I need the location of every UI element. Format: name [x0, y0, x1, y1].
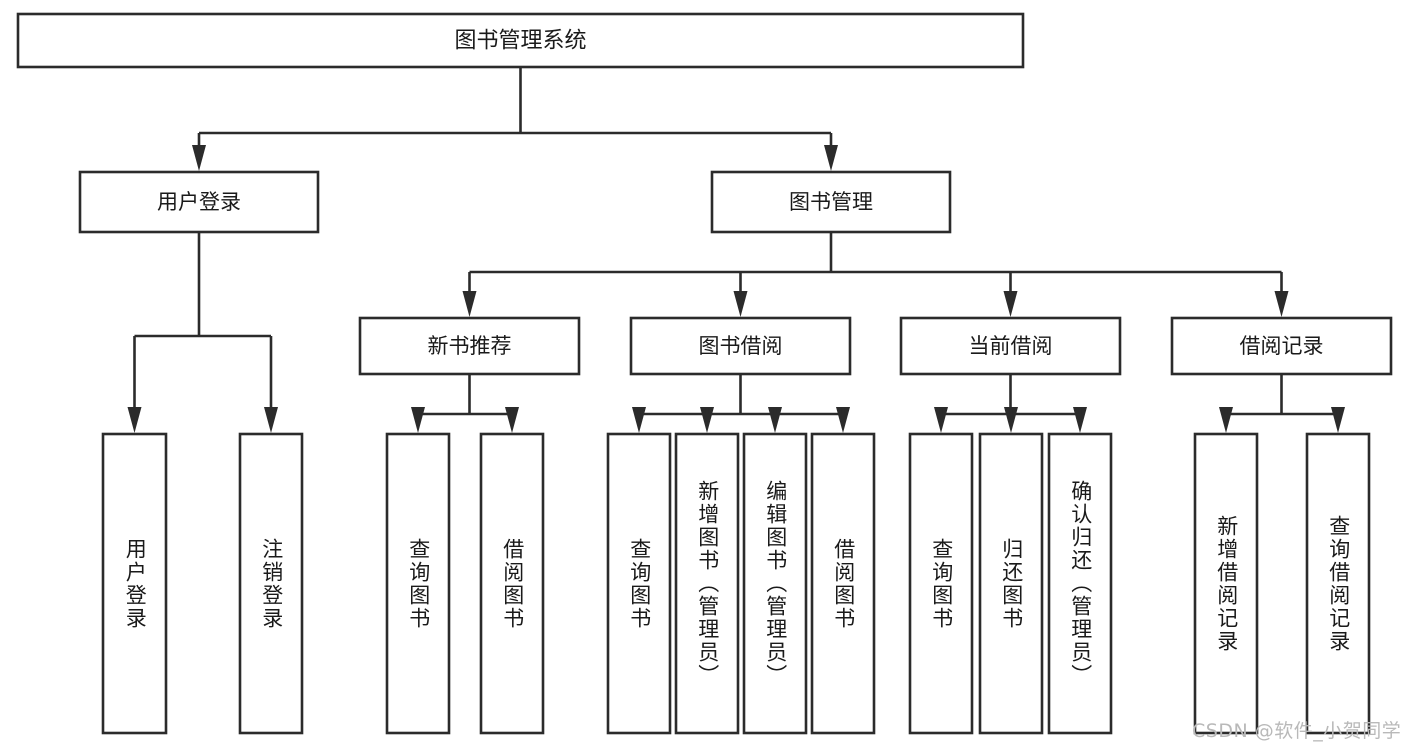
node-level3-box-new-book-rec — [358, 316, 581, 376]
arrow-head-icon — [1331, 407, 1345, 433]
node-level2-box-user-login — [78, 170, 320, 234]
arrow-head-icon — [1274, 291, 1289, 317]
node-level3-label-new-book-rec: 新书推荐 — [428, 334, 512, 358]
node-level3-label-current-borrow: 当前借阅 — [969, 334, 1053, 358]
leaf-box-leaf-return-book — [978, 432, 1044, 735]
leaf-box-leaf-confirm-return — [1047, 432, 1113, 735]
leaf-box-leaf-query-book-new — [385, 432, 451, 735]
arrow-head-icon — [1003, 291, 1018, 317]
arrow-head-icon — [824, 145, 838, 171]
node-level3-box-current-borrow — [899, 316, 1122, 376]
arrow-head-icon — [1004, 407, 1018, 433]
node-level3-box-book-borrow — [629, 316, 852, 376]
leaf-box-leaf-borrow-book-new — [479, 432, 545, 735]
arrow-head-icon — [264, 407, 278, 433]
node-level3-label-borrow-record: 借阅记录 — [1240, 334, 1324, 358]
node-level2-box-book-manage — [710, 170, 952, 234]
arrow-head-icon — [127, 407, 142, 433]
leaf-box-leaf-query-record — [1305, 432, 1371, 735]
arrow-head-icon — [700, 407, 714, 433]
arrow-head-icon — [934, 407, 948, 433]
arrow-head-icon — [462, 291, 477, 317]
leaf-box-leaf-edit-book — [742, 432, 808, 735]
leaf-box-leaf-query-book-brw — [606, 432, 672, 735]
arrow-head-icon — [1219, 407, 1233, 433]
connector-layer — [127, 67, 1345, 433]
arrow-head-icon — [768, 407, 782, 433]
leaf-box-leaf-user-login — [101, 432, 168, 735]
arrow-head-icon — [632, 407, 646, 433]
arrow-head-icon — [505, 407, 519, 433]
arrow-head-icon — [192, 145, 206, 171]
node-level3-box-borrow-record — [1170, 316, 1393, 376]
watermark-text: CSDN @软件_小贺同学 — [1192, 720, 1402, 742]
leaf-box-leaf-query-book-cur — [908, 432, 974, 735]
arrow-head-icon — [411, 407, 425, 433]
node-level2-label-book-manage: 图书管理 — [789, 190, 873, 214]
node-level3-label-book-borrow: 图书借阅 — [699, 334, 783, 358]
node-root-label: 图书管理系统 — [454, 29, 586, 54]
node-root-box — [16, 12, 1025, 69]
node-level2-label-user-login: 用户登录 — [157, 190, 241, 214]
arrow-head-icon — [733, 291, 748, 317]
leaf-box-leaf-logout — [238, 432, 304, 735]
leaf-box-leaf-borrow-book-brw — [810, 432, 876, 735]
leaf-box-leaf-add-record — [1193, 432, 1259, 735]
node-box-layer — [16, 12, 1393, 735]
leaf-box-leaf-add-book — [674, 432, 740, 735]
arrow-head-icon — [1073, 407, 1087, 433]
arrow-head-icon — [836, 407, 850, 433]
